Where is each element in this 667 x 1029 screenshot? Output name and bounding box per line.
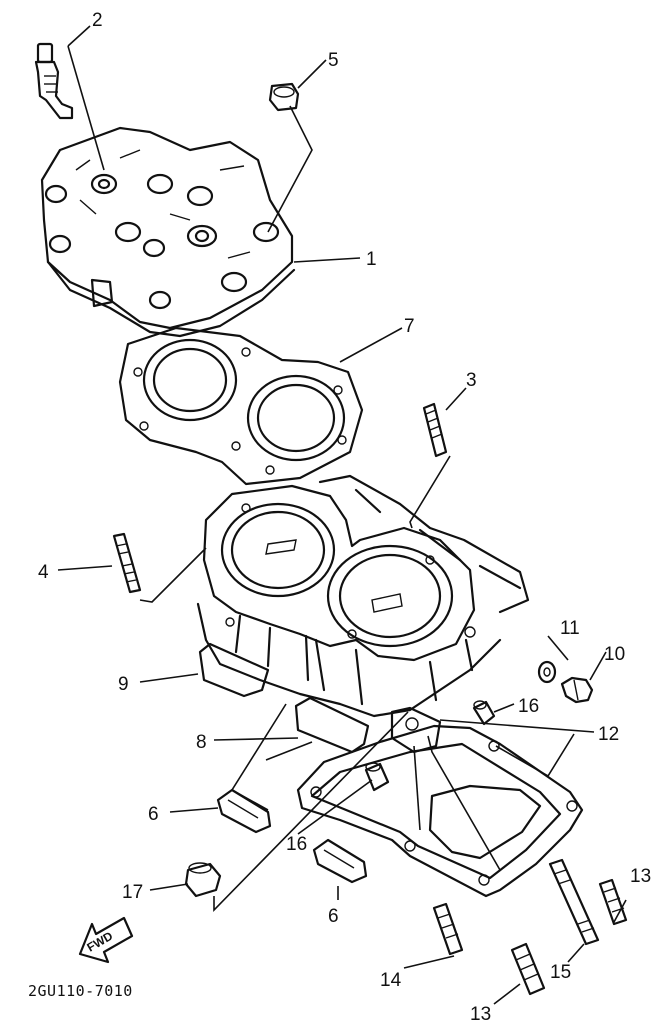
callout-4: 4 bbox=[38, 562, 49, 583]
exhaust-gaskets bbox=[198, 642, 370, 754]
callout-5: 5 bbox=[328, 50, 339, 71]
spark-plug bbox=[34, 42, 74, 120]
callout-8: 8 bbox=[196, 732, 207, 753]
dowel-pin-lower bbox=[364, 762, 390, 792]
rubber-plug-right bbox=[312, 838, 368, 884]
callout-6-left: 6 bbox=[148, 804, 159, 825]
stud-13-right bbox=[598, 878, 628, 926]
base-gasket bbox=[296, 724, 584, 898]
callout-11: 11 bbox=[560, 618, 580, 639]
cylinder-block bbox=[196, 474, 530, 754]
callout-13-bottom: 13 bbox=[470, 1004, 491, 1025]
callout-16-left: 16 bbox=[286, 834, 307, 855]
stud-14 bbox=[432, 902, 464, 956]
callout-17: 17 bbox=[122, 882, 143, 903]
callout-3: 3 bbox=[466, 370, 477, 391]
callout-10: 10 bbox=[604, 644, 625, 665]
callout-14: 14 bbox=[380, 970, 402, 991]
callout-6-right: 6 bbox=[328, 906, 339, 927]
callout-9: 9 bbox=[118, 674, 129, 695]
diagram-code: 2GU110-7010 bbox=[28, 982, 133, 1000]
cylinder-head bbox=[40, 126, 296, 338]
bolt bbox=[560, 676, 594, 704]
dowel-pin-upper bbox=[472, 700, 496, 726]
head-gasket bbox=[118, 326, 364, 486]
callout-labels: 1 2 3 4 5 6 6 7 8 9 10 11 12 13 13 14 15… bbox=[38, 10, 651, 1025]
nut-17 bbox=[184, 862, 222, 898]
callout-2: 2 bbox=[92, 10, 103, 31]
leader-lines bbox=[57, 25, 627, 1005]
callout-7: 7 bbox=[404, 316, 415, 337]
callout-16-right: 16 bbox=[518, 696, 539, 717]
callout-12: 12 bbox=[598, 724, 619, 745]
stud-15 bbox=[548, 858, 600, 946]
callout-13-right: 13 bbox=[630, 866, 651, 887]
washer bbox=[537, 660, 557, 684]
stud-3 bbox=[422, 402, 448, 458]
callout-15: 15 bbox=[550, 962, 571, 983]
stud-13-bottom bbox=[510, 942, 546, 996]
stud-4 bbox=[112, 532, 142, 594]
forward-arrow-icon: FWD bbox=[78, 916, 134, 964]
cap-nut bbox=[268, 82, 300, 112]
callout-1: 1 bbox=[366, 249, 377, 270]
